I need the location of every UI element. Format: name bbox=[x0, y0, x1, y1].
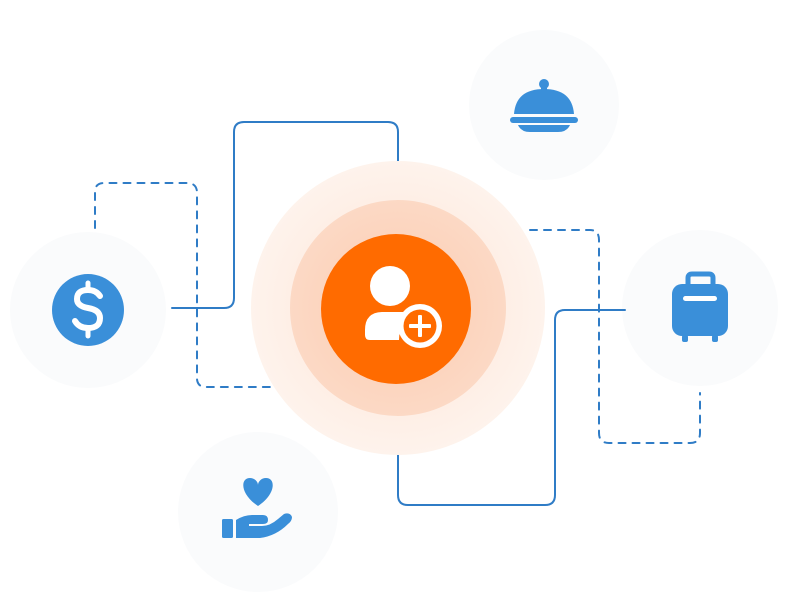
node-bg-care bbox=[178, 432, 338, 592]
suitcase-icon[interactable] bbox=[672, 271, 728, 342]
cloche-icon[interactable] bbox=[510, 79, 578, 132]
heart-hand-icon[interactable] bbox=[222, 478, 292, 538]
connector-center-travel bbox=[397, 309, 626, 506]
dashed-connectors bbox=[94, 182, 701, 444]
connector-money-center bbox=[171, 121, 399, 309]
solid-connectors bbox=[171, 121, 626, 506]
center-core[interactable] bbox=[321, 234, 471, 384]
add-user-icon bbox=[365, 266, 442, 348]
dollar-icon[interactable] bbox=[52, 274, 124, 346]
center-node bbox=[251, 161, 545, 455]
dashed-loop-left bbox=[94, 182, 291, 388]
node-backgrounds bbox=[10, 30, 778, 592]
